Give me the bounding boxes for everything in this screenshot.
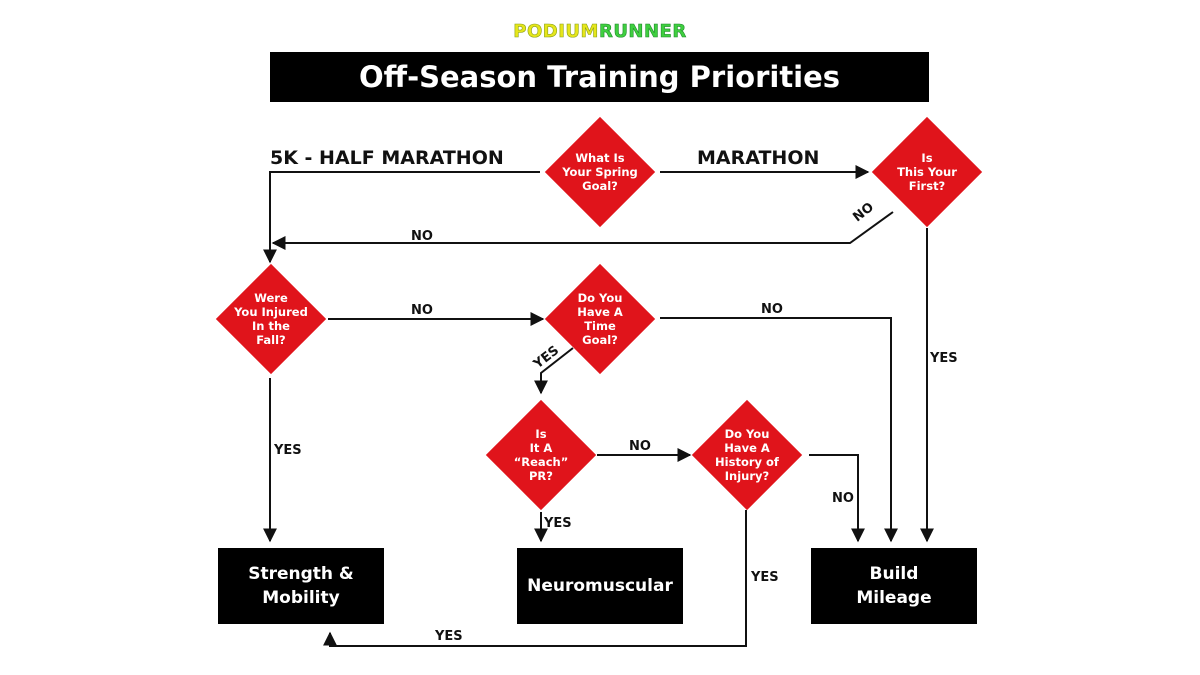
decision-first-marathon: Is This Your First?: [871, 116, 983, 228]
decision-injured-fall: Were You Injured In the Fall?: [215, 263, 327, 375]
decision-time-goal-text: Do You Have A Time Goal?: [577, 291, 623, 347]
label-half-marathon: 5K - HALF MARATHON: [270, 147, 504, 169]
edge-label-history-yes: YES: [751, 570, 779, 585]
edge-label-reach-no: NO: [629, 439, 651, 454]
edge-label-history-no: NO: [832, 491, 854, 506]
decision-injured-fall-text: Were You Injured In the Fall?: [234, 291, 308, 347]
edge-history-yes: [323, 510, 747, 647]
edge-label-first-no: NO: [411, 229, 433, 244]
outcome-build-mileage: Build Mileage: [811, 548, 977, 624]
decision-time-goal: Do You Have A Time Goal?: [544, 263, 656, 375]
label-marathon: MARATHON: [697, 147, 820, 169]
edge-history-no: [809, 454, 865, 543]
edge-label-injured-yes: YES: [274, 443, 302, 458]
decision-spring-goal: What Is Your Spring Goal?: [544, 116, 656, 228]
edge-label-injured-no: NO: [411, 303, 433, 318]
edge-label-reach-yes: YES: [544, 516, 572, 531]
decision-injury-history: Do You Have A History of Injury?: [691, 399, 803, 511]
edge-first-no: [271, 211, 894, 250]
outcome-neuromuscular: Neuromuscular: [517, 548, 683, 624]
edge-label-first-yes: YES: [930, 351, 958, 366]
brand-logo: PODIUMRUNNER: [0, 20, 1200, 44]
brand-logo-part2: RUNNER: [598, 21, 687, 43]
decision-reach-pr: Is It A “Reach” PR?: [485, 399, 597, 511]
edge-label-time-no: NO: [761, 302, 783, 317]
decision-injury-history-text: Do You Have A History of Injury?: [715, 427, 779, 483]
brand-logo-part1: PODIUM: [513, 21, 599, 43]
decision-first-marathon-text: Is This Your First?: [897, 151, 957, 193]
decision-reach-pr-text: Is It A “Reach” PR?: [513, 427, 569, 483]
page-title: Off-Season Training Priorities: [270, 52, 929, 102]
edge-time-yes: [534, 347, 574, 395]
outcome-strength-mobility: Strength & Mobility: [218, 548, 384, 624]
edge-time-no: [660, 317, 898, 543]
edge-half-marathon: [263, 171, 540, 264]
decision-spring-goal-text: What Is Your Spring Goal?: [562, 151, 638, 193]
edge-label-history-yes-bottom: YES: [435, 629, 463, 644]
